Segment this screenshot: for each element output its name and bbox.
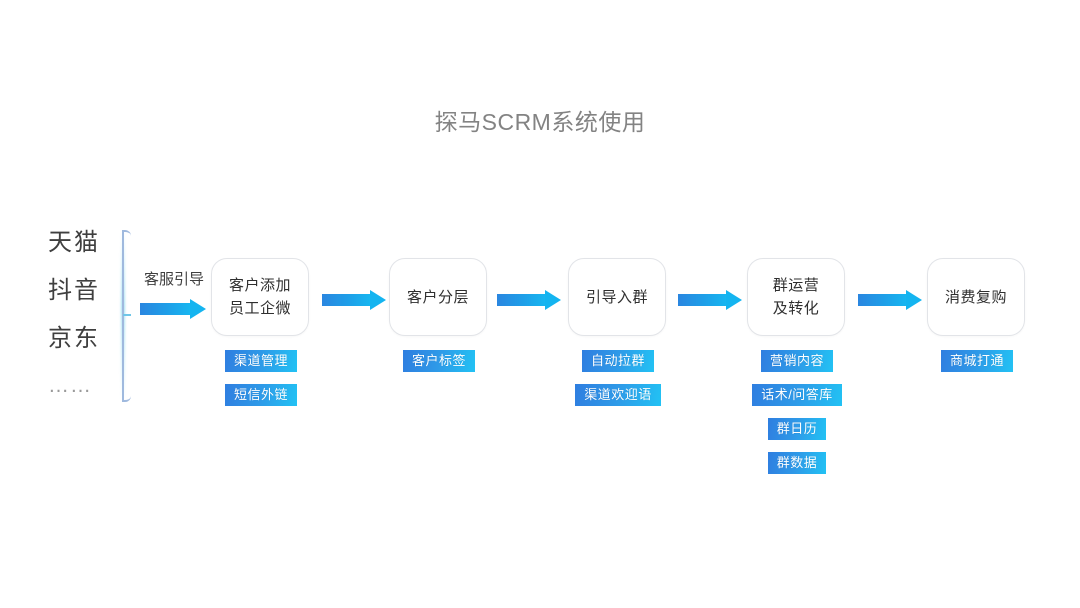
feature-tag[interactable]: 渠道管理 xyxy=(224,350,297,372)
arrow-shaft xyxy=(858,294,906,306)
bracket-cap-bottom xyxy=(122,393,131,402)
bracket-tick xyxy=(123,314,131,316)
entry-arrow-label: 客服引导 xyxy=(143,271,204,288)
stage-box[interactable]: 客户分层 xyxy=(389,258,487,336)
flow-arrow-icon xyxy=(678,290,742,310)
flow-arrow-icon xyxy=(858,290,922,310)
source-item: 天猫 xyxy=(48,229,100,256)
flow-arrow-icon xyxy=(497,290,561,310)
flow-stage: 客户添加 员工企微 渠道管理 短信外链 xyxy=(211,258,311,406)
stage-label-line: 引导入群 xyxy=(585,288,648,306)
stage-box[interactable]: 引导入群 xyxy=(568,258,666,336)
source-item-ellipsis: …… xyxy=(48,374,92,397)
stage-box[interactable]: 群运营 及转化 xyxy=(747,258,845,336)
stage-label-line: 消费复购 xyxy=(944,288,1007,306)
flow-stage: 群运营 及转化 营销内容 话术/问答库 群日历 群数据 xyxy=(747,258,847,474)
arrow-shaft xyxy=(140,303,190,315)
feature-tag[interactable]: 短信外链 xyxy=(224,384,297,406)
stage-tag-list: 渠道管理 短信外链 xyxy=(211,350,311,406)
feature-tag[interactable]: 自动拉群 xyxy=(581,350,654,372)
arrow-head xyxy=(545,290,561,310)
flow-stage: 客户分层 客户标签 xyxy=(389,258,489,372)
flow-arrow-icon xyxy=(322,290,386,310)
feature-tag[interactable]: 话术/问答库 xyxy=(752,384,842,406)
flow-stage: 消费复购 商城打通 xyxy=(927,258,1027,372)
stage-label-line: 客户添加 xyxy=(228,277,291,294)
feature-tag[interactable]: 客户标签 xyxy=(402,350,475,372)
stage-box[interactable]: 客户添加 员工企微 xyxy=(211,258,309,336)
source-item: 京东 xyxy=(48,325,100,352)
arrow-head xyxy=(190,299,206,319)
arrow-shaft xyxy=(322,294,370,306)
stage-label-line: 及转化 xyxy=(772,300,820,317)
arrow-shaft xyxy=(678,294,726,306)
source-item: 抖音 xyxy=(48,277,100,304)
stage-tag-list: 客户标签 xyxy=(389,350,489,372)
stage-label-line: 群运营 xyxy=(772,277,820,294)
feature-tag[interactable]: 渠道欢迎语 xyxy=(575,384,661,406)
stage-tag-list: 商城打通 xyxy=(927,350,1027,372)
feature-tag[interactable]: 商城打通 xyxy=(940,350,1013,372)
flow-arrow-icon xyxy=(140,299,206,319)
bracket-cap-top xyxy=(122,230,131,239)
arrow-shaft xyxy=(497,294,545,306)
traffic-sources-list: 天猫 抖音 京东 …… xyxy=(48,228,122,404)
stage-tag-list: 营销内容 话术/问答库 群日历 群数据 xyxy=(747,350,847,474)
flow-stage: 引导入群 自动拉群 渠道欢迎语 xyxy=(568,258,668,406)
page-title: 探马SCRM系统使用 xyxy=(434,109,646,135)
bracket-spine xyxy=(122,230,124,402)
stage-box[interactable]: 消费复购 xyxy=(927,258,1025,336)
stage-label-line: 员工企微 xyxy=(228,300,291,317)
stage-tag-list: 自动拉群 渠道欢迎语 xyxy=(568,350,668,406)
feature-tag[interactable]: 群数据 xyxy=(767,452,827,474)
feature-tag[interactable]: 营销内容 xyxy=(760,350,833,372)
feature-tag[interactable]: 群日历 xyxy=(767,418,827,440)
arrow-head xyxy=(370,290,386,310)
arrow-head xyxy=(726,290,742,310)
grouping-bracket xyxy=(115,230,131,402)
arrow-head xyxy=(906,290,922,310)
stage-label-line: 客户分层 xyxy=(406,288,469,306)
